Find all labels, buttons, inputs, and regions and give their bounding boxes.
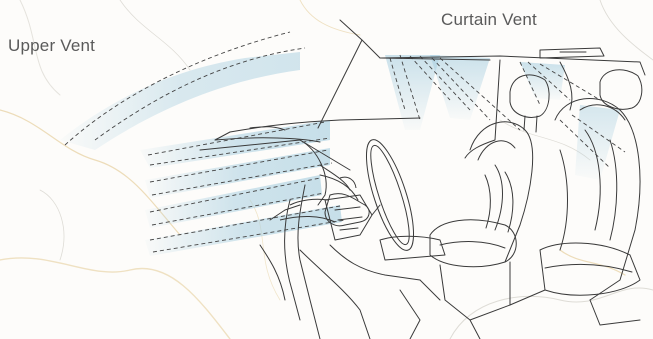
- airflow-dashed-lines: [64, 31, 626, 253]
- car-line-art: [199, 19, 646, 339]
- curtain-vent-label: Curtain Vent: [441, 10, 537, 29]
- upper-airflow-bands: [60, 52, 342, 256]
- curtain-airflow-bands: [385, 55, 620, 180]
- driver-arm: [279, 176, 370, 227]
- upper-vent-label: Upper Vent: [8, 36, 96, 55]
